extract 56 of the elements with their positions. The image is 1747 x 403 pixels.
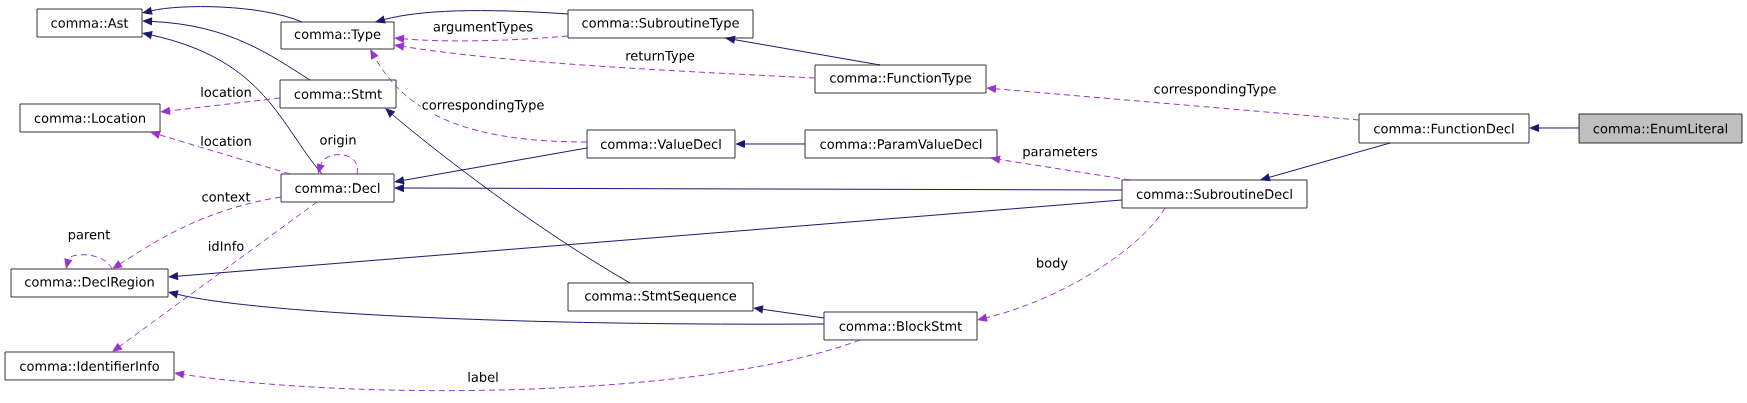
arrow [1529,124,1580,132]
arrow [725,35,881,66]
edge-label: body [1034,256,1070,272]
dashed-arrow [64,254,113,270]
dashed-arrow [112,201,318,352]
arrow [142,6,303,23]
class-box: comma::BlockStmt [823,311,978,341]
class-box: comma::StmtSequence [567,282,754,312]
class-box: comma::ValueDecl [586,129,736,159]
dashed-arrow [977,207,1166,322]
arrow [168,290,825,325]
edge-label: correspondingType [1152,82,1278,98]
arrow [142,17,311,81]
edge-label: context [200,191,252,203]
edge-label: correspondingType [420,98,546,114]
class-box: comma::Ast [36,8,143,38]
arrow [142,31,323,175]
class-box: comma::Decl [280,173,395,203]
arrow [753,305,825,319]
arrow [375,10,569,24]
dashed-arrow [394,34,569,43]
arrow [735,140,806,148]
edge-label: location [199,85,253,98]
dashed-arrow [370,49,588,143]
edge-label: returnType [624,49,696,65]
arrow [385,108,631,284]
class-box: comma::Stmt [279,79,397,109]
dashed-arrow [150,130,291,175]
arrow [394,147,588,185]
class-box: comma::Type [280,21,395,50]
edge-label: origin [318,133,358,149]
edge-label: parent [66,229,112,243]
edge-label: parameters [1021,146,1099,160]
dashed-arrow [986,84,1360,121]
arrow [394,184,1123,192]
class-box: comma::Location [19,103,161,133]
edge-label: label [466,370,500,383]
class-box: comma::SubroutineDecl [1121,179,1308,209]
class-box: comma::IdentifierInfo [4,351,175,381]
class-box: comma::EnumLiteral [1578,113,1743,144]
dashed-arrow [174,339,861,392]
class-box: comma::FunctionType [814,64,987,94]
class-box: comma::SubroutineType [567,9,754,39]
arrow [1260,142,1391,182]
dashed-arrow [160,97,281,115]
edge-label: argumentTypes [431,20,535,36]
arrow [168,199,1123,281]
dashed-arrow [990,155,1131,181]
dashed-arrow [316,154,358,175]
class-box: comma::DeclRegion [10,268,169,298]
dashed-arrow [112,196,282,269]
class-box: comma::ParamValueDecl [804,129,998,159]
class-box: comma::FunctionDecl [1358,113,1530,144]
edge-label: location [199,134,253,147]
dashed-arrow [394,42,816,79]
edge-label: idInfo [206,239,246,252]
